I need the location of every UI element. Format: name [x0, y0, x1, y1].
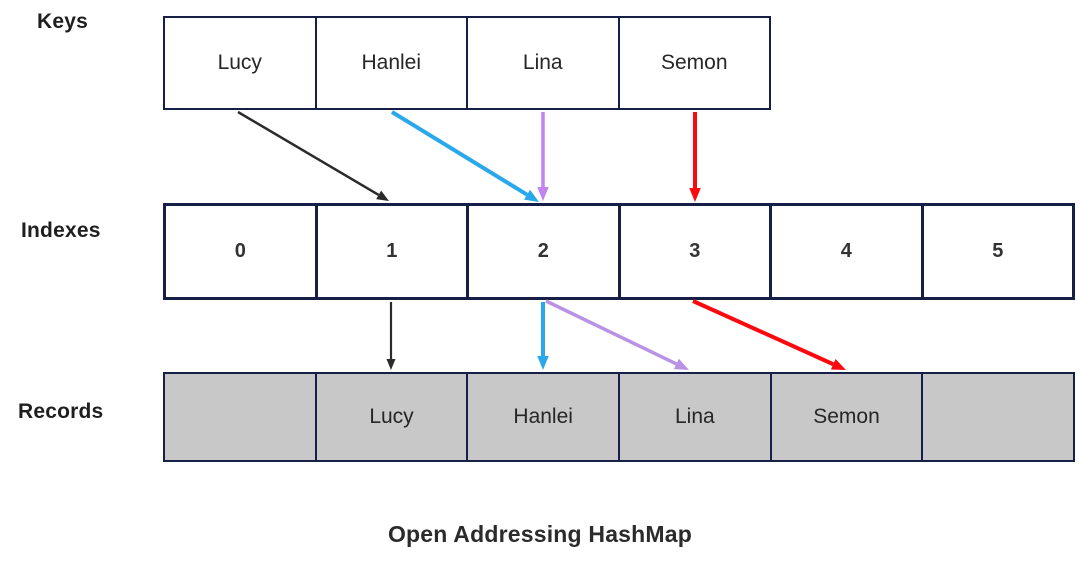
key-cell-1: Hanlei [314, 18, 467, 108]
arrow-index-2-to-record-2 [537, 302, 549, 370]
indexes-row: 0 1 2 3 4 5 [163, 203, 1075, 300]
arrow-index-1-to-record-1 [386, 302, 396, 370]
record-cell-0 [165, 374, 315, 460]
index-cell-0: 0 [234, 240, 246, 262]
index-cell-4: 4 [769, 206, 921, 297]
index-cell-1: 1 [314, 206, 467, 297]
record-cell-2: Hanlei [466, 374, 618, 460]
diagram-title: Open Addressing HashMap [387, 521, 693, 547]
records-row: Lucy Hanlei Lina Semon [163, 372, 1075, 462]
record-cell-5 [921, 374, 1073, 460]
arrow-key-lucy-to-index-1 [237, 110, 389, 201]
arrow-key-semon-to-index-3 [689, 112, 701, 202]
index-cell-5: 5 [920, 206, 1073, 297]
key-cell-0: Lucy [217, 51, 262, 74]
key-cell-2: Lina [466, 18, 618, 108]
key-cell-3: Semon [617, 18, 770, 108]
arrow-key-lina-to-index-2 [537, 112, 549, 201]
keys-row: Lucy Hanlei Lina Semon [163, 16, 771, 110]
arrow-index-3-to-record-4 [692, 299, 846, 370]
index-cell-2: 2 [466, 206, 618, 297]
arrow-key-hanlei-to-index-2 [390, 110, 539, 202]
record-cell-4: Semon [769, 374, 922, 460]
index-cell-3: 3 [617, 206, 770, 297]
records-label: Records [18, 400, 104, 423]
arrow-index-2-to-record-3 [545, 299, 689, 370]
record-cell-1: Lucy [314, 374, 467, 460]
indexes-label: Indexes [21, 219, 101, 242]
record-cell-3: Lina [618, 374, 770, 460]
keys-label: Keys [37, 10, 89, 33]
